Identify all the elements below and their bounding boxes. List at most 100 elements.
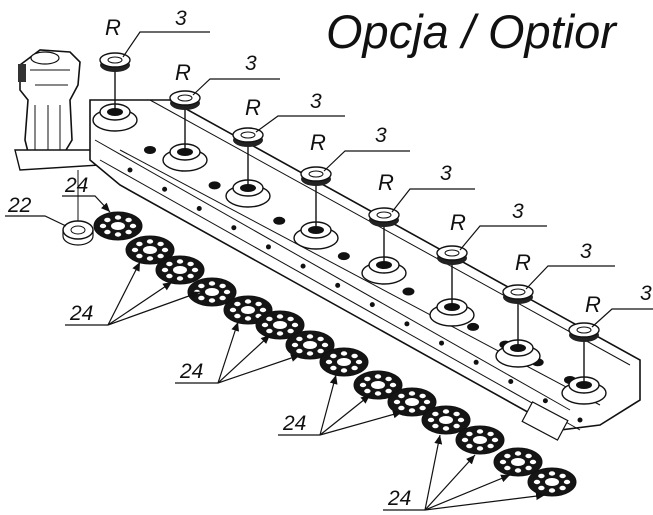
- disc-hole: [229, 307, 237, 313]
- disc-hole: [538, 485, 545, 491]
- disc-hole: [166, 261, 173, 267]
- disc-hole: [146, 256, 154, 261]
- disc-center-hole: [303, 341, 317, 349]
- leader-arrow: [217, 354, 301, 384]
- gearbox: [14, 49, 102, 171]
- disc-hole: [476, 429, 484, 434]
- disc-hole: [385, 376, 392, 382]
- bar-rivet: [300, 263, 306, 269]
- bar-rivet: [265, 244, 271, 250]
- label-r: R: [515, 250, 531, 275]
- disc-hole: [548, 488, 556, 493]
- disc-hole: [99, 223, 107, 229]
- disc-hole: [261, 322, 269, 328]
- disc-hole: [340, 368, 348, 373]
- disc-hole: [125, 217, 132, 223]
- disc-hole: [291, 322, 299, 328]
- disc-hole: [398, 405, 405, 411]
- disc-hole: [491, 437, 499, 443]
- disc-hole: [432, 423, 439, 429]
- bar-rivet: [369, 302, 375, 308]
- label-r: R: [450, 210, 466, 235]
- leader-arrow: [107, 281, 173, 326]
- disc-hole: [408, 408, 416, 413]
- disc-hole: [389, 382, 397, 388]
- disc-hole: [364, 376, 371, 382]
- bearing-r-bore: [240, 131, 256, 139]
- disc-hole: [423, 399, 431, 405]
- cutting-disc: [353, 370, 403, 400]
- leader-line: [525, 265, 615, 290]
- disc-hole: [408, 391, 416, 396]
- nut-22: [62, 170, 94, 246]
- disc-hole: [176, 276, 184, 281]
- disc-hole: [176, 259, 184, 264]
- leader-arrow: [217, 321, 239, 384]
- leader-line: [62, 195, 111, 213]
- bar-rivet: [577, 417, 583, 423]
- disc-hole: [161, 247, 169, 253]
- leader-arrow: [424, 474, 511, 511]
- disc-hole: [499, 459, 507, 465]
- disc-hole: [244, 316, 252, 321]
- cutting-disc: [93, 211, 143, 241]
- disc-hole: [487, 443, 494, 449]
- bar-rivet: [404, 321, 410, 327]
- label-bearing-3: 3: [640, 282, 652, 305]
- disc-hole: [453, 423, 460, 429]
- disc-hole: [525, 465, 532, 471]
- bar-rivet: [542, 398, 548, 404]
- option-title: Opcja / Optior: [326, 5, 616, 58]
- disc-hole: [198, 295, 205, 301]
- cutting-disc: [527, 467, 577, 497]
- bar-rivet: [231, 225, 237, 231]
- disc-hole: [114, 232, 122, 237]
- bar-rivet: [196, 205, 202, 211]
- bearing-assembly: [162, 90, 208, 172]
- disc-hole: [317, 336, 324, 342]
- leader-arrow: [217, 334, 271, 384]
- disc-hole: [364, 388, 371, 394]
- disc-hole: [223, 289, 231, 295]
- label-bearing-3: 3: [580, 240, 592, 263]
- cutting-disc: [187, 277, 237, 307]
- disc-hole: [266, 328, 273, 334]
- disc-hole: [461, 437, 469, 443]
- disc-hole: [559, 485, 566, 491]
- bar-rivet: [473, 359, 479, 365]
- disc-center-hole: [273, 321, 287, 329]
- disc-hole: [161, 267, 169, 273]
- disc-center-hole: [111, 222, 125, 230]
- disc-hole: [340, 351, 348, 356]
- disc-hole: [393, 399, 401, 405]
- leader-line: [591, 308, 653, 328]
- leader-arrow: [107, 291, 201, 326]
- disc-hole: [187, 273, 194, 279]
- label-disc-24: 24: [179, 360, 203, 383]
- label-disc-24: 24: [69, 302, 93, 325]
- label-r: R: [378, 170, 394, 195]
- cutting-disc: [421, 405, 471, 435]
- label-nut-22: 22: [7, 194, 32, 217]
- bearing-assembly: [92, 52, 138, 132]
- disc-hole: [317, 348, 324, 354]
- cutting-disc: [255, 310, 305, 340]
- disc-hole: [529, 459, 537, 465]
- bearing-r-bore: [510, 288, 526, 296]
- leader-arrow: [319, 394, 371, 436]
- disc-hole: [219, 283, 226, 289]
- disc-hole: [504, 465, 511, 471]
- label-disc-24: 24: [64, 174, 88, 197]
- disc-hole: [219, 295, 226, 301]
- cutting-disc: [493, 447, 543, 477]
- cutting-disc: [125, 235, 175, 265]
- disc-hole: [442, 409, 450, 414]
- leader-arrow: [424, 434, 443, 511]
- cutting-disc: [387, 387, 437, 417]
- bar-hole: [467, 322, 480, 331]
- bearing-assembly: [225, 127, 271, 208]
- disc-hole: [351, 353, 358, 359]
- leader-arrow: [319, 374, 338, 436]
